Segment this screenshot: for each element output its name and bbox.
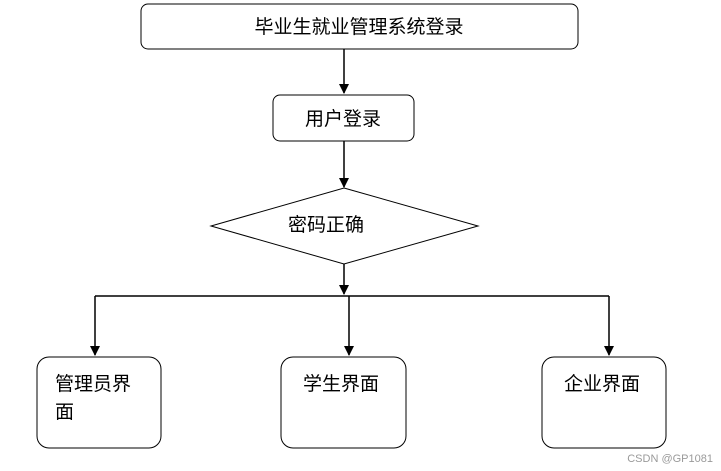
admin-node-label-line1: 管理员界 (55, 373, 131, 395)
admin-node-label-line2: 面 (55, 401, 74, 423)
admin-node: 管理员界 面 (36, 356, 162, 449)
title-node: 毕业生就业管理系统登录 (140, 3, 579, 50)
login-node-label: 用户登录 (305, 108, 381, 130)
watermark: CSDN @GP1081 (627, 453, 713, 465)
decision-node: 密码正确 (209, 187, 480, 265)
student-node-label: 学生界面 (303, 373, 379, 395)
student-node: 学生界面 (280, 356, 407, 449)
title-node-label: 毕业生就业管理系统登录 (254, 16, 463, 38)
login-node: 用户登录 (272, 94, 415, 142)
decision-node-label: 密码正确 (288, 214, 364, 236)
company-node-label: 企业界面 (564, 373, 640, 395)
company-node: 企业界面 (541, 356, 667, 449)
